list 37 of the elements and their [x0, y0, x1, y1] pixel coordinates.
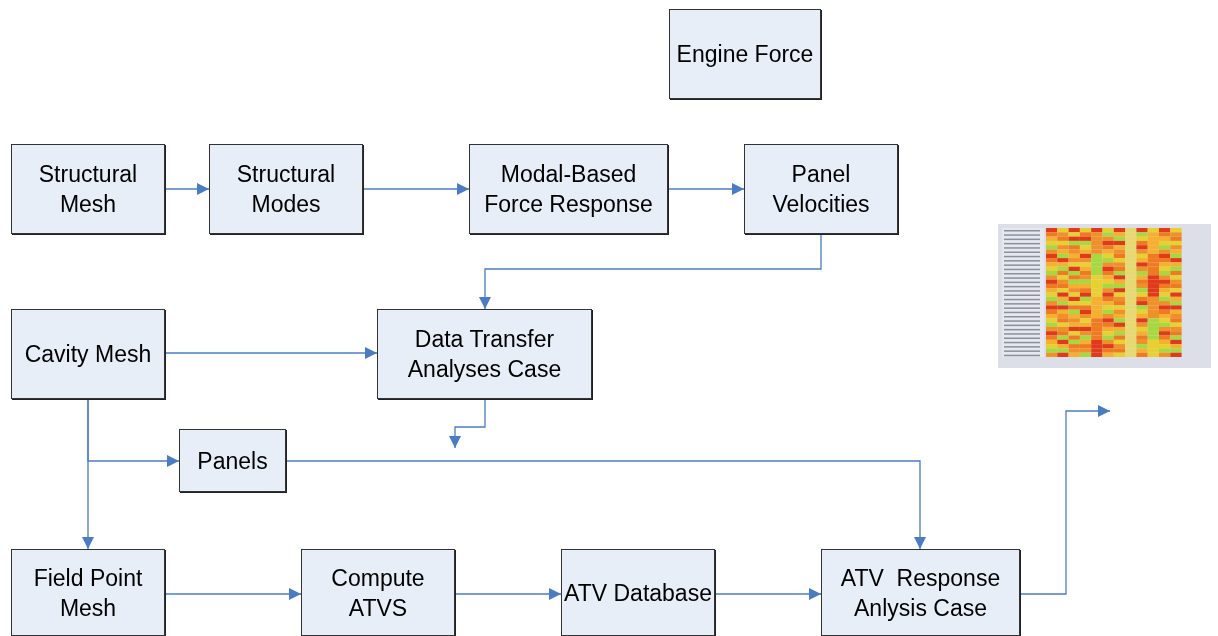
process-box [821, 549, 1020, 636]
arrow [449, 398, 486, 449]
arrow [285, 460, 926, 550]
box-label: Structural Modes [235, 160, 337, 219]
process-box [301, 549, 455, 636]
box-label: ATV Response Anlysis Case [839, 563, 1002, 623]
box-label: Modal-Based Force Response [483, 160, 654, 219]
box-label: Data Transfer Analyses Case [406, 325, 563, 384]
process-box [744, 144, 898, 234]
arrow [1019, 405, 1111, 595]
process-box [377, 309, 592, 399]
box-label: Cavity Mesh [24, 340, 152, 369]
process-box [11, 144, 165, 234]
arrow [164, 347, 378, 359]
arrow [82, 398, 94, 550]
box-label: Field Point Mesh [32, 563, 144, 623]
process-box [179, 429, 286, 492]
process-box [669, 9, 821, 99]
box-label: Engine Force [676, 40, 814, 69]
arrow [164, 183, 210, 195]
arrow [362, 183, 470, 195]
heatmap-picture [998, 224, 1211, 368]
box-label: Structural Mesh [37, 160, 139, 219]
box-label: Compute ATVS [330, 563, 426, 623]
process-box [11, 549, 165, 636]
box-label: Panel Velocities [771, 160, 871, 219]
arrow [667, 183, 745, 195]
process-box [209, 144, 363, 234]
box-label: ATV Database [564, 578, 712, 608]
arrow [714, 588, 822, 600]
box-label: Panels [197, 446, 268, 476]
arrow [479, 233, 822, 310]
arrow [454, 588, 562, 600]
process-box [11, 309, 165, 399]
process-box [561, 549, 715, 636]
arrow [164, 588, 302, 600]
process-box [469, 144, 668, 234]
